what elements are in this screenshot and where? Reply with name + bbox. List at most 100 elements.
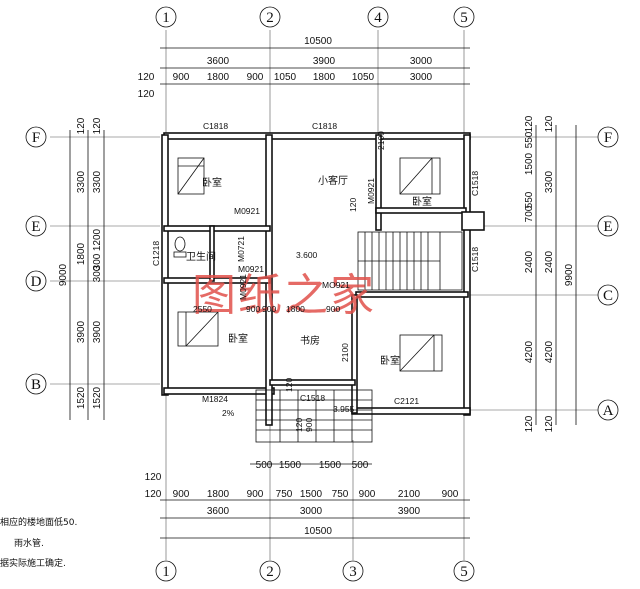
axis-top-2: 2 xyxy=(266,10,274,26)
tag-c2121: C2121 xyxy=(394,396,419,406)
dim-top-1050a: 1050 xyxy=(274,72,297,83)
dim-left-3300b: 3300 xyxy=(92,170,103,193)
dim-left-1520b: 1520 xyxy=(92,386,103,409)
axis-left-3: D xyxy=(31,274,42,290)
note-1: 相应的楼地面低50. xyxy=(0,516,77,528)
dim-bot-750a: 750 xyxy=(276,489,293,500)
dim-right-edge-b: 120 xyxy=(544,415,555,432)
dim-top-900a: 900 xyxy=(173,72,190,83)
tag-c1518-a: C1518 xyxy=(470,171,480,196)
tag-d2550: 2550 xyxy=(193,304,212,314)
axis-left-2: E xyxy=(31,219,40,235)
dim-top-3000b: 3000 xyxy=(410,72,433,83)
tag-d900-c: 900 xyxy=(326,304,340,314)
dim-left-300b: 300 xyxy=(92,265,103,282)
dim-bot-3900: 3900 xyxy=(398,506,421,517)
axis-right-1: F xyxy=(604,130,612,146)
dim-bot-900d: 900 xyxy=(442,489,459,500)
tag-level: 3.600 xyxy=(296,250,318,260)
tag-c1818-b: C1818 xyxy=(312,121,337,131)
dim-right-120a: 120 xyxy=(524,115,535,132)
dim-right-700: 700 xyxy=(524,205,535,222)
axis-left-1: F xyxy=(32,130,40,146)
tag-m1824: M1824 xyxy=(202,394,228,404)
dim-right-2400b: 2400 xyxy=(544,250,555,273)
bed-icon xyxy=(177,311,219,347)
dim-bot-900c: 900 xyxy=(359,489,376,500)
axis-right-3: C xyxy=(603,288,613,304)
dim-right-4200b: 4200 xyxy=(544,340,555,363)
room-bedroom-nw: 卧室 xyxy=(202,176,222,189)
dim-stair-500a: 500 xyxy=(256,460,273,471)
tag-d900-d: 900 xyxy=(304,418,314,432)
tag-m0921-b: M0921 xyxy=(366,178,376,204)
opening-tags: C1818 C1818 M0921 M0921 120 2100 M0721 M… xyxy=(151,121,480,432)
dim-bot-total: 10500 xyxy=(304,526,332,537)
dim-bot-900a: 900 xyxy=(173,489,190,500)
tag-d900-a: 900 xyxy=(246,304,260,314)
bed-icon xyxy=(399,334,443,372)
dim-right-3300: 3300 xyxy=(544,170,555,193)
tag-d120-c: 120 xyxy=(294,418,304,432)
tag-m0921-d: MO921 xyxy=(322,280,350,290)
tag-m0921-a: M0921 xyxy=(234,206,260,216)
dim-top-3600: 3600 xyxy=(207,56,230,67)
axis-top-3: 4 xyxy=(374,10,382,26)
room-labels: 卧室 小客厅 卧室 卫生间 卧室 书房 卧室 xyxy=(186,174,432,367)
room-bedroom-sw: 卧室 xyxy=(228,332,248,345)
dim-top-900b: 900 xyxy=(247,72,264,83)
axis-bubbles-bottom: 1 2 3 5 xyxy=(155,560,475,582)
axis-bottom-1: 1 xyxy=(162,564,170,580)
tag-d1800: 1800 xyxy=(286,304,305,314)
room-bath: 卫生间 xyxy=(186,250,216,263)
axis-bottom-2: 2 xyxy=(266,564,274,580)
axis-left-4: B xyxy=(31,377,41,393)
axis-top-4: 5 xyxy=(460,10,468,26)
tag-m0921-e: M0921 xyxy=(238,274,248,300)
dim-top-edge-b: 120 xyxy=(138,89,155,100)
dim-bot-3600: 3600 xyxy=(207,506,230,517)
axis-right-4: A xyxy=(603,403,614,419)
dim-right-4200a: 4200 xyxy=(524,340,535,363)
dimensions-left: 9000 3300 1800 3900 1520 3300 1200 300 3… xyxy=(58,117,105,420)
dim-left-total: 9000 xyxy=(58,263,69,286)
dim-right-total: 9900 xyxy=(564,263,575,286)
tag-c1818-a: C1818 xyxy=(203,121,228,131)
dim-top-1050b: 1050 xyxy=(352,72,375,83)
watermark: 图纸之家 xyxy=(192,270,376,321)
dim-left-3900a: 3900 xyxy=(76,320,87,343)
axis-bottom-3: 3 xyxy=(349,564,357,580)
axis-right-2: E xyxy=(603,219,612,235)
dim-left-edge-b: 120 xyxy=(92,117,103,134)
dim-bot-2100: 2100 xyxy=(398,489,421,500)
tag-c1518-b: C1518 xyxy=(470,247,480,272)
dim-left-300a: 300 xyxy=(92,253,103,270)
dim-left-1800: 1800 xyxy=(76,242,87,265)
axis-top-1: 1 xyxy=(162,10,170,26)
dim-right-edge-a: 120 xyxy=(544,115,555,132)
dim-left-1200: 1200 xyxy=(92,228,103,251)
tag-d2100-b: 2100 xyxy=(340,343,350,362)
bed-icon xyxy=(399,157,441,195)
dim-right-1500: 1500 xyxy=(524,152,535,175)
tag-m0921-c: M0921 xyxy=(238,264,264,274)
dim-stair-1500b: 1500 xyxy=(319,460,342,471)
dim-top-edge-a: 120 xyxy=(138,72,155,83)
dim-right-550b: 550 xyxy=(524,131,535,148)
dim-left-edge-a: 120 xyxy=(76,117,87,134)
notes: 相应的楼地面低50. 雨水管. 据实际施工确定. xyxy=(0,516,77,569)
room-bedroom-se: 卧室 xyxy=(380,354,400,367)
dim-top-3900: 3900 xyxy=(313,56,336,67)
entry-steps xyxy=(255,389,373,443)
dim-left-1520a: 1520 xyxy=(76,386,87,409)
tag-c1218: C1218 xyxy=(151,241,161,266)
dim-stair-1500a: 1500 xyxy=(279,460,302,471)
tag-m0721: M0721 xyxy=(236,236,246,262)
dim-bot-1800: 1800 xyxy=(207,489,230,500)
note-3: 据实际施工确定. xyxy=(0,557,66,569)
tag-c1518-c: C1518 xyxy=(300,393,325,403)
room-living: 小客厅 xyxy=(318,174,348,187)
room-study: 书房 xyxy=(300,334,320,347)
dim-bot-1500: 1500 xyxy=(300,489,323,500)
dim-right-2400a: 2400 xyxy=(524,250,535,273)
